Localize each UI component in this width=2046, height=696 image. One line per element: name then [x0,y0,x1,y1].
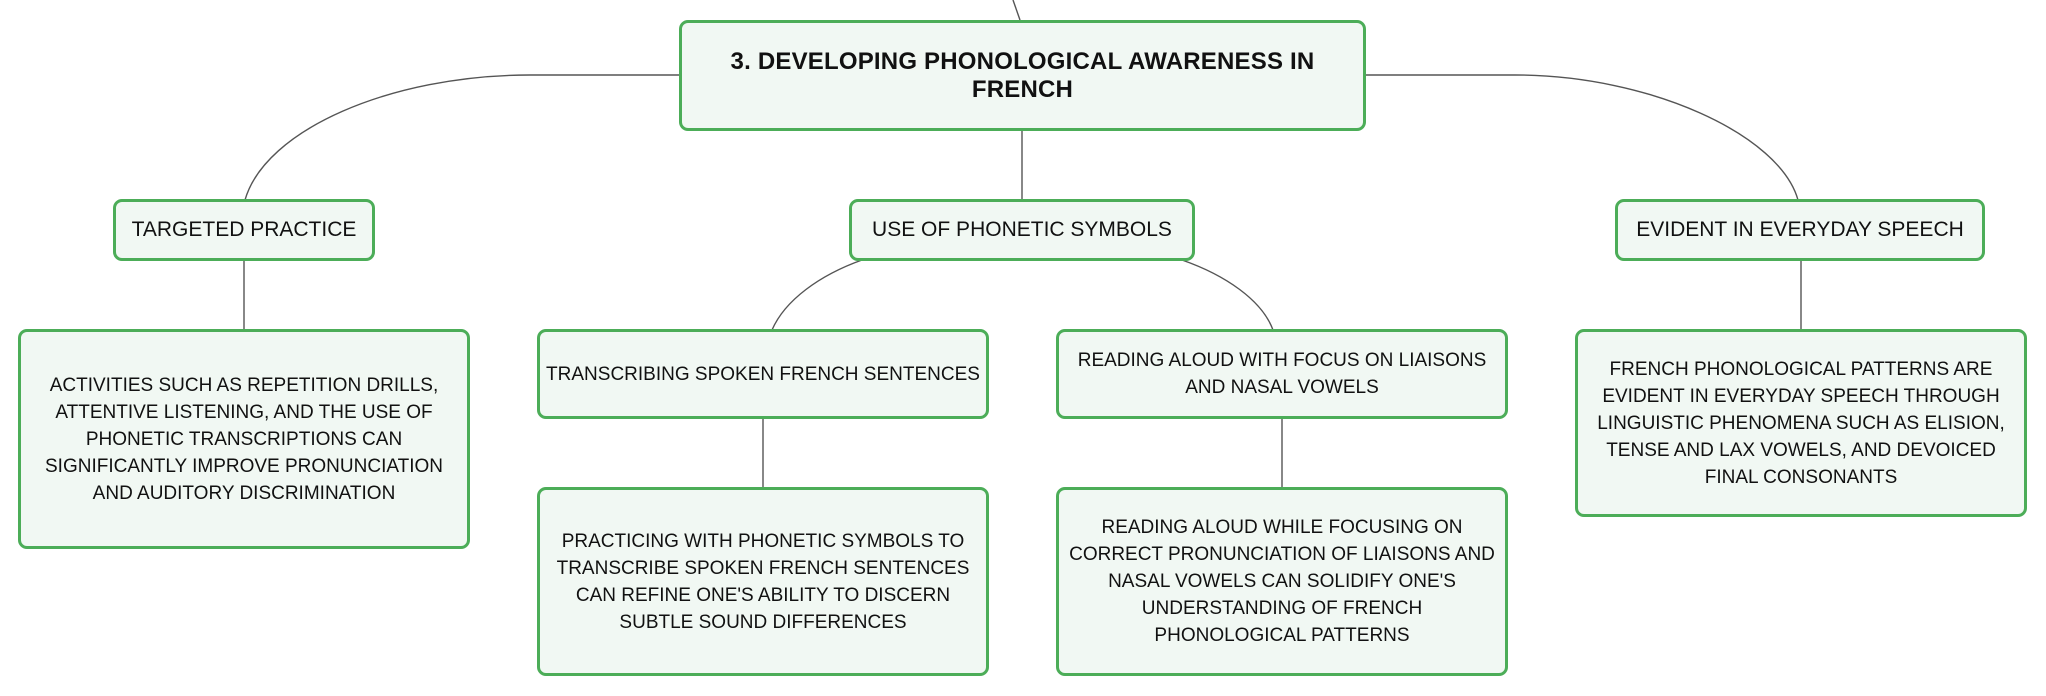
branch-node-targeted-practice[interactable]: TARGETED PRACTICE [113,199,375,261]
connector-root-to-everyday-speech [1365,74,1799,201]
branch-node-label: EVIDENT IN EVERYDAY SPEECH [1636,218,1964,241]
connector-phonetic-symbols-to-transcribing [771,259,863,331]
branch-node-phonetic-symbols[interactable]: USE OF PHONETIC SYMBOLS [849,199,1195,261]
branch-node-everyday-speech[interactable]: EVIDENT IN EVERYDAY SPEECH [1615,199,1985,261]
leaf-node-reading-focus[interactable]: READING ALOUD WHILE FOCUSING ON CORRECT … [1056,487,1508,676]
leaf-node-label: ACTIVITIES SUCH AS REPETITION DRILLS, AT… [45,374,443,504]
subbranch-node-reading-aloud[interactable]: READING ALOUD WITH FOCUS ON LIAISONS AND… [1056,329,1508,419]
connector-root-to-targeted-practice [244,74,680,201]
leaf-node-activities[interactable]: ACTIVITIES SUCH AS REPETITION DRILLS, AT… [18,329,470,549]
connector-phonetic-symbols-to-reading-aloud [1181,259,1274,331]
connector-parent-to-root [1012,0,1021,21]
branch-node-label: TARGETED PRACTICE [131,218,357,241]
root-node-label: 3. DEVELOPING PHONOLOGICAL AWARENESS IN … [730,47,1315,103]
subbranch-node-label: TRANSCRIBING SPOKEN FRENCH SENTENCES [546,363,980,385]
subbranch-node-label: READING ALOUD WITH FOCUS ON LIAISONS AND… [1077,350,1487,398]
subbranch-node-transcribing[interactable]: TRANSCRIBING SPOKEN FRENCH SENTENCES [537,329,989,419]
leaf-node-french-patterns[interactable]: FRENCH PHONOLOGICAL PATTERNS ARE EVIDENT… [1575,329,2027,517]
leaf-node-label: FRENCH PHONOLOGICAL PATTERNS ARE EVIDENT… [1597,358,2005,488]
leaf-node-practicing-symbols[interactable]: PRACTICING WITH PHONETIC SYMBOLS TO TRAN… [537,487,989,676]
leaf-node-label: PRACTICING WITH PHONETIC SYMBOLS TO TRAN… [556,530,970,633]
branch-node-label: USE OF PHONETIC SYMBOLS [872,218,1172,241]
leaf-node-label: READING ALOUD WHILE FOCUSING ON CORRECT … [1069,517,1495,646]
root-node[interactable]: 3. DEVELOPING PHONOLOGICAL AWARENESS IN … [679,20,1366,131]
